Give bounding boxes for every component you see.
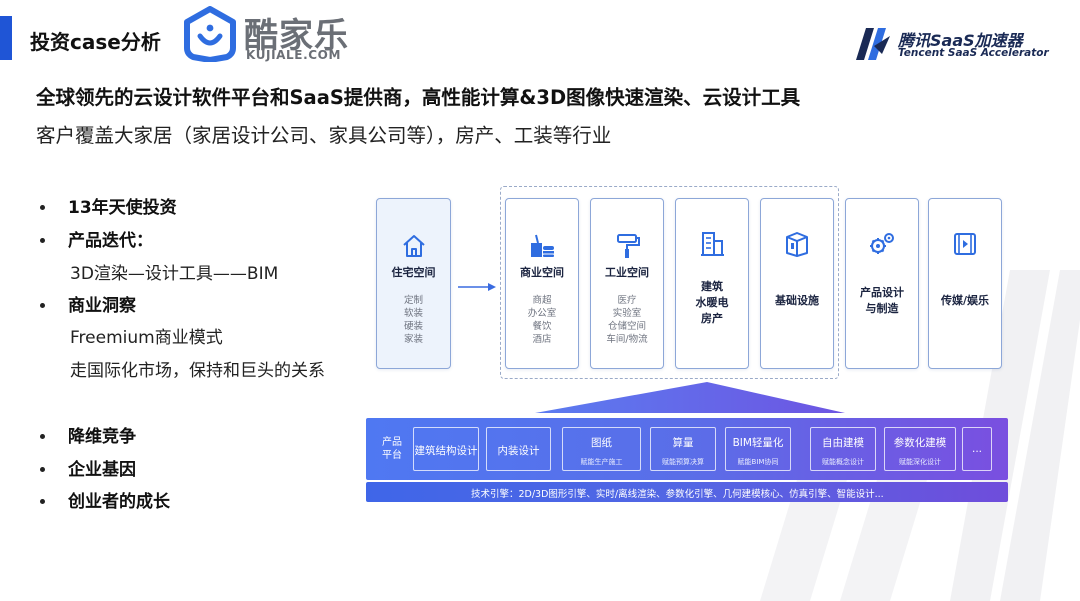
bullet-dot: [40, 499, 45, 504]
bullet-dot: [40, 205, 45, 210]
card-commercial-item: 餐饮: [532, 321, 552, 332]
platform-box-sublabel: 赋能深化设计: [899, 458, 941, 466]
card-residential-item: 定制: [403, 295, 423, 306]
bullet-insight-2: 走国际化市场，保持和巨头的关系: [70, 361, 325, 381]
platform-box-parametric: 参数化建模 赋能深化设计: [884, 427, 956, 471]
platform-box-label: 图纸: [591, 437, 612, 449]
card-residential: 住宅空间 定制 软装 硬装 家装: [376, 198, 451, 369]
product-platform-band: 产品 平台 建筑结构设计 内装设计 图纸 赋能生产施工 算量 赋能预算决算 BI…: [366, 418, 1008, 480]
card-commercial-item: 酒店: [532, 334, 552, 345]
platform-box-more: ...: [962, 427, 992, 471]
card-media: 传媒/娱乐: [928, 198, 1002, 369]
platform-box-label: 建筑结构设计: [414, 445, 478, 457]
card-residential-item: 软装: [403, 308, 423, 319]
kujiale-en-name: KUJIALE.COM: [246, 48, 342, 62]
platform-label-line1: 产品: [382, 437, 402, 448]
cup-food-icon: [531, 234, 554, 257]
kujiale-cn-name: 酷家乐: [244, 16, 349, 56]
platform-box-interior: 内装设计: [486, 427, 551, 471]
platform-box-free-modeling: 自由建模 赋能概念设计: [810, 427, 876, 471]
card-residential-title: 住宅空间: [391, 266, 436, 279]
tencent-en-name: Tencent SaaS Accelerator: [898, 47, 1049, 59]
platform-box-bim: BIM轻量化 赋能BIM协同: [725, 427, 791, 471]
arrow-right-icon: [458, 283, 496, 291]
platform-box-sublabel: 赋能生产施工: [580, 458, 623, 466]
tech-engine-text: 技术引擎：2D/3D图形引擎、实时/离线渲染、参数化引擎、几何建模核心、仿真引擎…: [471, 489, 884, 500]
card-industrial: 工业空间 医疗 实验室 仓储空间 车间/物流: [590, 198, 664, 369]
card-industrial-item: 仓储空间: [607, 321, 646, 332]
card-industrial-item: 医疗: [617, 295, 637, 306]
subline: 客户覆盖大家居（家居设计公司、家具公司等），房产、工装等行业: [36, 124, 612, 147]
card-residential-item: 硬装: [403, 321, 423, 332]
platform-box-sublabel: 赋能预算决算: [662, 458, 704, 466]
card-commercial-item: 办公室: [527, 308, 557, 319]
bullet-iteration: 产品迭代：: [68, 231, 153, 251]
bullet-dot: [40, 467, 45, 472]
card-infrastructure: 基础设施: [760, 198, 834, 369]
film-icon: [954, 233, 976, 255]
slide-title: 投资case分析: [30, 30, 161, 54]
card-industrial-item: 车间/物流: [606, 334, 648, 345]
card-architecture: 建筑 水暖电 房产: [675, 198, 749, 369]
tech-engine-band: 技术引擎：2D/3D图形引擎、实时/离线渲染、参数化引擎、几何建模核心、仿真引擎…: [366, 482, 1008, 502]
paint-roller-icon: [617, 234, 640, 258]
house-icon: [402, 235, 425, 257]
card-product-design-line1: 产品设计: [860, 286, 904, 299]
bullet-competition: 降维竞争: [68, 427, 136, 447]
card-product-design-line2: 与制造: [865, 302, 899, 315]
card-architecture-line2: 水暖电: [695, 296, 729, 309]
card-architecture-line3: 房产: [701, 312, 723, 325]
building-icon: [701, 232, 724, 256]
bullet-dot: [40, 434, 45, 439]
headline: 全球领先的云设计软件平台和SaaS提供商，高性能计算&3D图像快速渲染、云设计工…: [36, 86, 801, 109]
tencent-accelerator-icon: [856, 28, 890, 60]
card-architecture-line1: 建筑: [701, 280, 723, 293]
card-infrastructure-title: 基础设施: [775, 294, 819, 307]
platform-box-structure: 建筑结构设计: [413, 427, 479, 471]
bullet-list: 13年天使投资 产品迭代： 3D渲染—设计工具——BIM 商业洞察 Freemi…: [40, 0, 360, 601]
card-commercial-title: 商业空间: [520, 266, 564, 279]
tencent-saas-logo: 腾讯SaaS加速器 Tencent SaaS Accelerator: [852, 24, 1052, 64]
platform-box-label: 内装设计: [497, 445, 540, 457]
card-commercial-item: 商超: [532, 295, 552, 306]
platform-box-sublabel: 赋能BIM协同: [737, 458, 779, 466]
bullet-growth: 创业者的成长: [68, 492, 170, 512]
bullet-dot: [40, 238, 45, 243]
platform-box-label: 自由建模: [822, 437, 864, 449]
card-industrial-item: 实验室: [612, 308, 642, 319]
platform-label-line2: 平台: [382, 450, 402, 461]
bullet-insight: 商业洞察: [68, 296, 136, 316]
bullet-investment: 13年天使投资: [68, 198, 177, 218]
bullet-insight-1: Freemium商业模式: [70, 328, 223, 348]
tencent-cn-name: 腾讯SaaS加速器: [898, 31, 1023, 50]
platform-box-label: BIM轻量化: [732, 437, 784, 449]
card-residential-item: 家装: [403, 334, 423, 345]
platform-box-sublabel: 赋能概念设计: [822, 458, 864, 466]
platform-box-label: 参数化建模: [893, 437, 947, 449]
bullet-iteration-detail: 3D渲染—设计工具——BIM: [70, 264, 279, 284]
box-icon: [786, 232, 808, 257]
platform-triangle: [535, 382, 845, 413]
industry-group: [500, 186, 839, 379]
card-commercial: 商业空间 商超 办公室 餐饮 酒店: [505, 198, 579, 369]
platform-box-quantity: 算量 赋能预算决算: [650, 427, 716, 471]
card-media-title: 传媒/娱乐: [940, 294, 990, 307]
bullet-dot: [40, 303, 45, 308]
kujiale-logo: 酷家乐 KUJIALE.COM: [182, 6, 352, 62]
platform-label: 产品 平台: [378, 436, 406, 462]
card-industrial-title: 工业空间: [605, 266, 649, 279]
platform-box-label: ...: [971, 443, 982, 455]
card-product-design: 产品设计 与制造: [845, 198, 919, 369]
bullet-genes: 企业基因: [68, 460, 136, 480]
gears-icon: [870, 233, 894, 254]
kujiale-mark-icon: [184, 6, 236, 62]
platform-box-label: 算量: [672, 437, 694, 449]
platform-box-drawings: 图纸 赋能生产施工: [562, 427, 641, 471]
title-accent-bar: [0, 16, 12, 60]
